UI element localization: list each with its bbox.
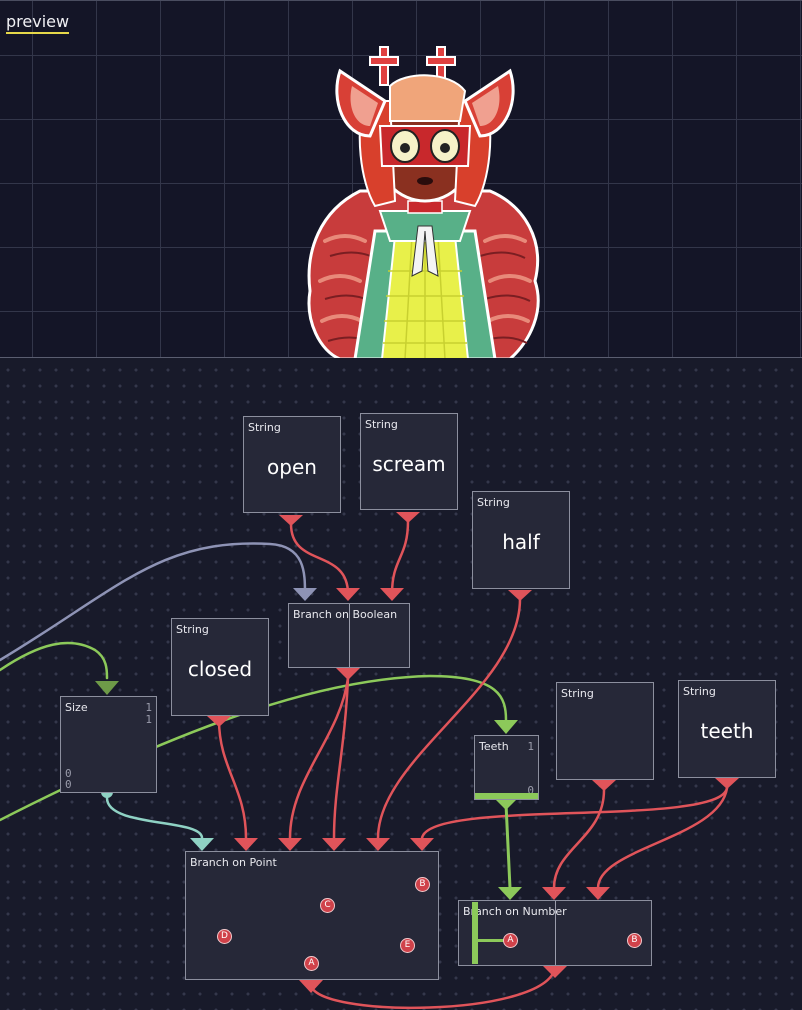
size-input-port xyxy=(95,681,119,695)
node-title: Branch on Boolean xyxy=(293,608,398,621)
point-e-input-port xyxy=(410,838,434,851)
size-max-x: 1 xyxy=(145,701,152,714)
node-title: String xyxy=(683,685,716,698)
string-node-scream[interactable]: String scream xyxy=(360,413,458,510)
string-node-open[interactable]: String open xyxy=(243,416,341,513)
string-value[interactable]: teeth xyxy=(700,719,754,743)
node-title: String xyxy=(176,623,209,636)
teeth-number-node[interactable]: Teeth 1 0 xyxy=(474,735,539,800)
string-scream-output-port xyxy=(396,512,420,523)
size-min-y: 0 xyxy=(65,778,72,791)
number-input-port xyxy=(498,887,522,900)
size-min-x: 0 xyxy=(65,767,72,780)
string-empty-output-port xyxy=(592,780,616,791)
string-node-half[interactable]: String half xyxy=(472,491,570,589)
true-input-port xyxy=(336,588,360,601)
branch-on-boolean-node[interactable]: Branch on Boolean xyxy=(288,603,410,668)
string-value[interactable]: half xyxy=(502,530,540,554)
character-preview-image xyxy=(307,46,540,359)
teeth-min: 0 xyxy=(527,784,534,797)
point-handle-b[interactable]: B xyxy=(415,877,430,892)
node-title: String xyxy=(365,418,398,431)
string-closed-output-port xyxy=(207,716,231,727)
node-title: Teeth xyxy=(479,740,509,753)
string-value[interactable]: open xyxy=(267,455,317,479)
point-a-input-port xyxy=(234,838,258,851)
connection-wires xyxy=(0,512,739,1010)
size-max-y: 1 xyxy=(145,713,152,726)
node-graph-canvas[interactable]: String open String scream String half St… xyxy=(0,358,802,1010)
string-open-output-port xyxy=(279,515,303,526)
point-handle-c[interactable]: C xyxy=(320,898,335,913)
string-node-closed[interactable]: String closed xyxy=(171,618,269,716)
branch-on-number-node[interactable]: Branch on Number A B xyxy=(458,900,652,966)
point-b-input-port xyxy=(278,838,302,851)
branch-divider[interactable] xyxy=(349,604,350,667)
string-value[interactable]: scream xyxy=(372,452,446,476)
number-indicator-stem xyxy=(478,939,504,942)
branch-divider[interactable] xyxy=(555,901,556,965)
string-value[interactable]: closed xyxy=(187,657,253,681)
boolean-input-port xyxy=(293,588,317,601)
branch-number-output-port xyxy=(543,966,567,978)
string-node-empty[interactable]: String xyxy=(556,682,654,780)
string-teeth-output-port xyxy=(715,778,739,789)
node-title: Size xyxy=(65,701,88,714)
point-handle-e[interactable]: E xyxy=(400,938,415,953)
number-b-input-port xyxy=(586,887,610,900)
point-handle-a[interactable]: A xyxy=(304,956,319,971)
preview-panel[interactable]: preview xyxy=(0,0,802,359)
branch-on-point-node[interactable]: Branch on Point B C D E A xyxy=(185,851,439,980)
number-handle-b[interactable]: B xyxy=(627,933,642,948)
false-input-port xyxy=(380,588,404,601)
node-title: String xyxy=(477,496,510,509)
string-half-output-port xyxy=(508,590,532,601)
node-title: String xyxy=(248,421,281,434)
node-title: Branch on Point xyxy=(190,856,277,869)
number-indicator-bar xyxy=(472,902,478,964)
teeth-max: 1 xyxy=(527,740,534,753)
number-handle-a[interactable]: A xyxy=(503,933,518,948)
point-handle-d[interactable]: D xyxy=(217,929,232,944)
node-title: Branch on Number xyxy=(463,905,567,918)
number-a-input-port xyxy=(542,887,566,900)
teeth-input-port xyxy=(494,720,518,734)
point-c-input-port xyxy=(322,838,346,851)
node-title: String xyxy=(561,687,594,700)
preview-tab-label[interactable]: preview xyxy=(6,13,70,34)
teeth-output-port xyxy=(494,798,518,810)
point-d-input-port xyxy=(366,838,390,851)
point-input-port xyxy=(190,838,214,851)
teeth-level-fill[interactable] xyxy=(475,793,538,799)
size-node[interactable]: Size 1 1 0 0 xyxy=(60,696,157,793)
branch-boolean-output-port xyxy=(336,668,360,680)
branch-point-output-port xyxy=(299,980,323,993)
string-node-teeth[interactable]: String teeth xyxy=(678,680,776,778)
